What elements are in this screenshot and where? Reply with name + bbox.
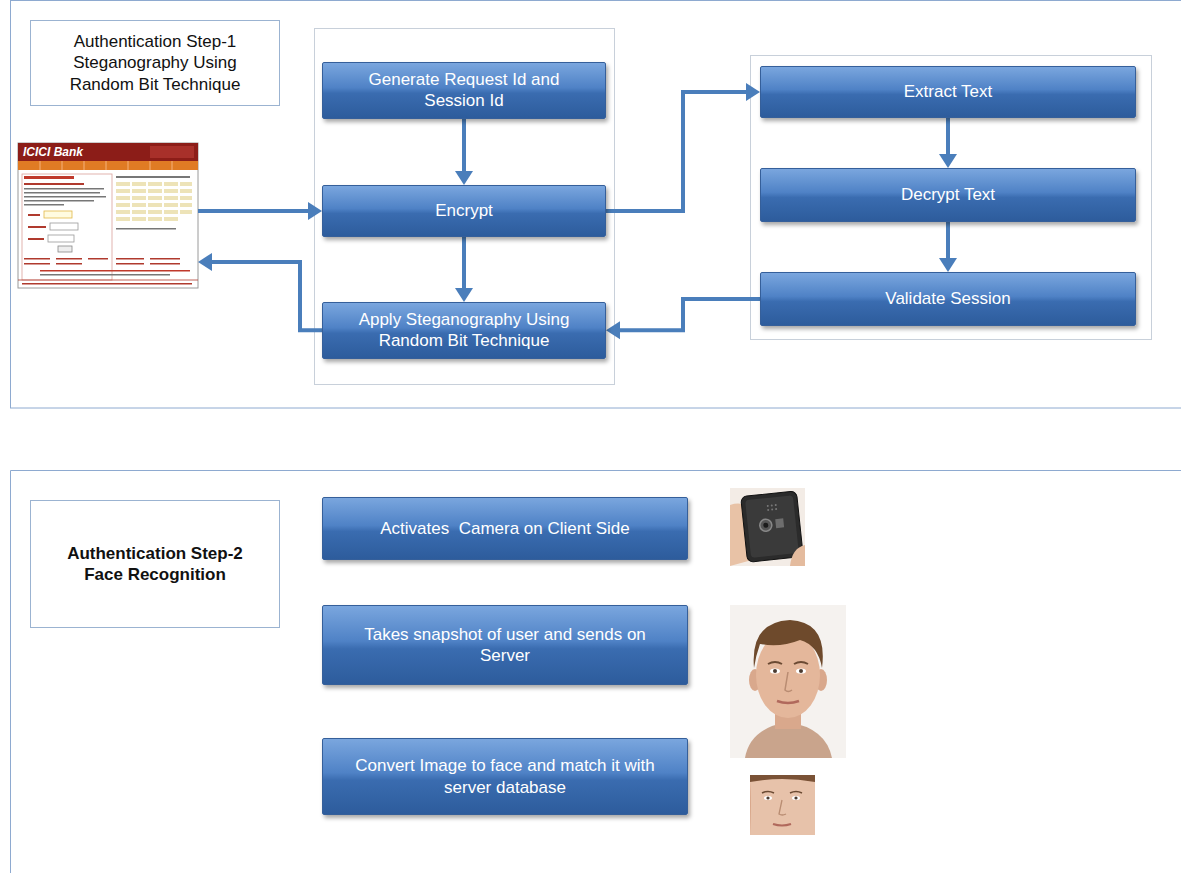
process-box: Validate Session [760,272,1136,326]
step-title: Authentication Step-1Steganography Using… [30,20,280,106]
phone-photo [730,488,805,566]
flow-arrow [198,253,322,330]
arrow-head [746,83,760,101]
arrow-line [619,299,760,330]
process-box: Generate Request Id and Session Id [322,62,606,119]
node-label: Validate Session [885,288,1010,309]
process-box: Extract Text [760,66,1136,118]
process-box: Encrypt [322,185,606,237]
group-container [315,29,615,385]
process-box: Apply Steganography Using Random Bit Tec… [322,302,606,359]
flow-arrow [939,222,957,272]
arrow-head [308,202,322,220]
node-label: Encrypt [435,200,493,221]
bank-screenshot [18,143,198,288]
node-label: Decrypt Text [901,184,995,205]
arrow-line [462,237,466,289]
flow-arrow [198,202,322,220]
node-label: Takes snapshot of user and sends on Serv… [337,624,673,667]
node-label: Activates Camera on Client Side [380,518,629,539]
process-box: Decrypt Text [760,168,1136,222]
flow-arrow [939,118,957,168]
process-box: Takes snapshot of user and sends on Serv… [322,605,688,685]
node-label: Authentication Step-2 [67,543,243,564]
node-body: Face Recognition [84,564,226,585]
flow-arrow [606,299,760,339]
flow-arrow [606,83,760,211]
step-title: Authentication Step-2Face Recognition [30,500,280,628]
bank-page: ICICI Bank [18,143,198,288]
arrow-line [198,209,309,213]
arrow-head [606,321,620,339]
flow-arrow [455,237,473,302]
process-box: Activates Camera on Client Side [322,497,688,560]
panel-frame [11,1,1181,409]
arrow-line [462,119,466,173]
arrow-line [606,92,747,211]
node-label: Extract Text [904,81,993,102]
process-box: Convert Image to face and match it with … [322,738,688,815]
group-container [751,56,1152,340]
cropped-face [750,775,815,835]
arrow-head [455,171,473,185]
node-label: Convert Image to face and match it with … [337,755,673,798]
arrow-line [946,222,950,259]
node-label: Apply Steganography Using Random Bit Tec… [337,309,591,352]
arrow-head [198,253,212,271]
node-label: Generate Request Id and Session Id [337,69,591,112]
node-label: ICICI Bank [23,145,83,159]
arrow-line [946,118,950,155]
flow-arrow [455,119,473,186]
arrow-head [939,258,957,272]
arrow-head [455,288,473,302]
arrow-line [211,262,322,330]
face-photo [730,605,846,758]
arrow-head [939,154,957,168]
panel-frame [11,471,1181,874]
node-label: Authentication Step-1 [74,31,237,52]
node-body: Steganography Using Random Bit Technique [41,52,269,95]
